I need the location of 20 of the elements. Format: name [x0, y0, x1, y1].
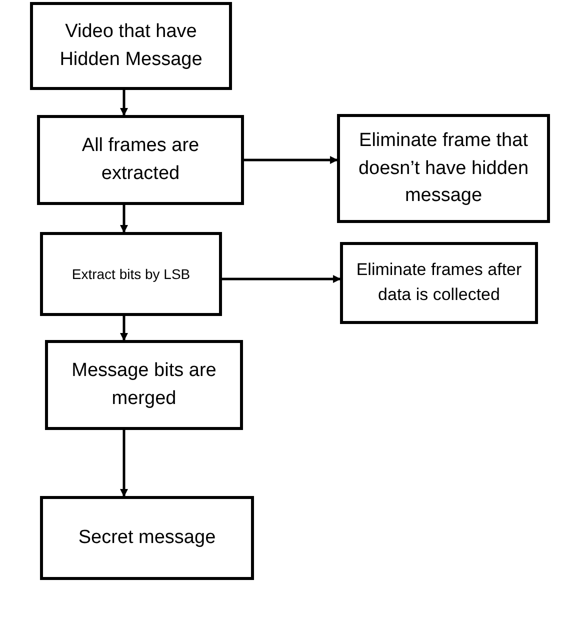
process-box — [337, 114, 550, 223]
arrow — [120, 430, 128, 497]
process-box — [30, 2, 232, 90]
arrow — [244, 156, 338, 164]
process-box — [40, 496, 254, 580]
box-label: Eliminate frame that doesn’t have hidden message — [357, 129, 530, 208]
box-label: Eliminate frames after data is collected — [355, 259, 523, 306]
box-label: Video that have Hidden Message — [58, 20, 204, 72]
process-box — [340, 242, 538, 324]
arrow — [222, 275, 341, 283]
process-box — [40, 232, 222, 316]
box-label: Secret message — [78, 526, 216, 550]
arrow — [120, 316, 128, 341]
arrow — [120, 205, 128, 233]
arrow — [120, 90, 128, 116]
box-label: Extract bits by LSB — [72, 264, 190, 284]
box-label: All frames are extracted — [80, 134, 200, 186]
process-box — [45, 340, 243, 430]
box-label: Message bits are merged — [70, 359, 218, 411]
process-box — [37, 115, 244, 205]
